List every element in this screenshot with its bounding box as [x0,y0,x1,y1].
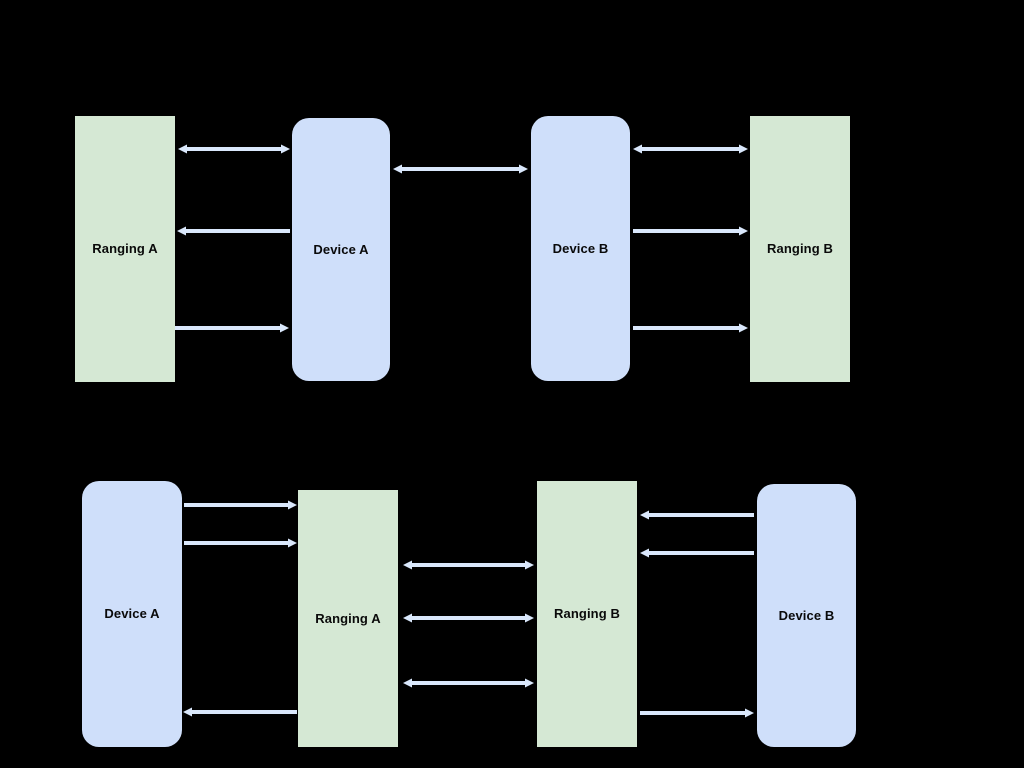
ranging-a-to-ranging-b-bidirectional-middle [393,608,544,628]
node-top-ranging-a[interactable]: Ranging A [75,116,175,382]
device-a-to-ranging-a [167,221,300,241]
node-label: Device B [778,607,835,623]
ranging-a-to-ranging-b-bidirectional-upper [393,555,544,575]
ranging-b-to-device-b [630,703,764,723]
node-bot-device-b[interactable]: Device B [757,484,856,747]
device-a-to-device-b-bidirectional [383,159,538,179]
node-label: Ranging A [92,241,158,257]
node-top-device-b[interactable]: Device B [531,116,630,381]
device-b-to-ranging-b-upper [630,505,764,525]
node-label: Ranging A [315,610,381,626]
node-bot-ranging-b[interactable]: Ranging B [537,481,637,747]
node-label: Ranging B [767,241,833,257]
device-b-to-ranging-b-lower [630,543,764,563]
node-label: Device B [552,240,609,256]
ranging-a-to-device-a [173,702,307,722]
device-a-to-ranging-a-lower [174,533,307,553]
node-label: Ranging B [554,606,620,622]
node-bot-device-a[interactable]: Device A [82,481,182,747]
device-a-to-ranging-a-upper [174,495,307,515]
ranging-a-to-device-a-bidirectional [168,139,300,159]
ranging-a-to-device-a [165,318,299,338]
node-label: Device A [104,606,160,622]
node-bot-ranging-a[interactable]: Ranging A [298,490,398,747]
ranging-a-to-ranging-b-bidirectional-lower [393,673,544,693]
node-top-ranging-b[interactable]: Ranging B [750,116,850,382]
device-b-to-ranging-b-upper [623,221,758,241]
device-b-to-ranging-b-lower [623,318,758,338]
node-label: Device A [313,241,369,257]
device-b-to-ranging-b-bidirectional [623,139,758,159]
node-top-device-a[interactable]: Device A [292,118,390,381]
